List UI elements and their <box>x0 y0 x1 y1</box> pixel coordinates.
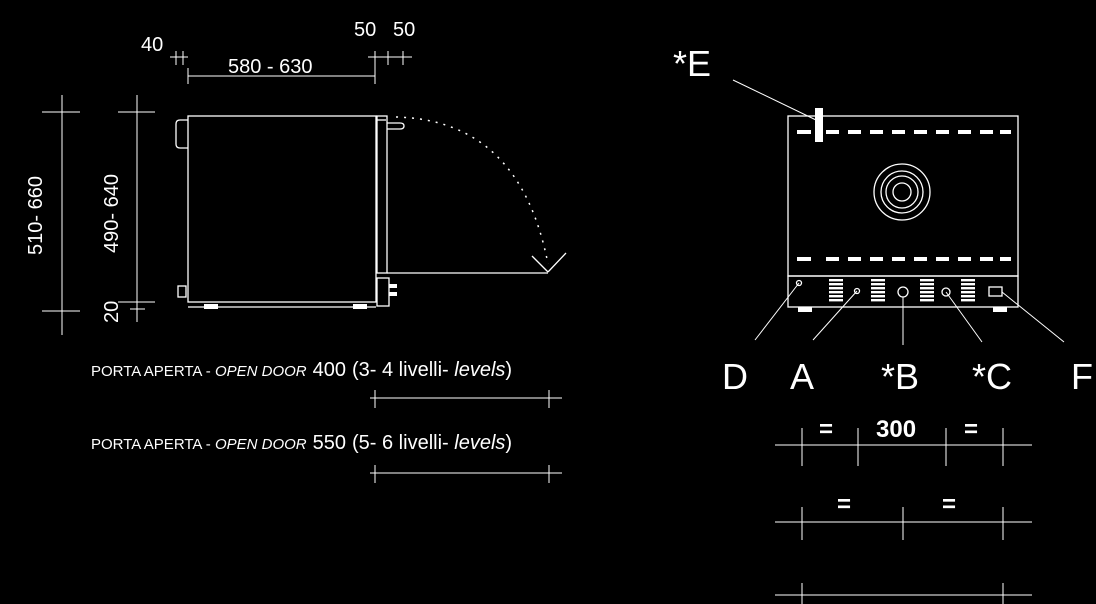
dim-50b-label: 50 <box>393 19 415 41</box>
grille-stripe <box>871 279 885 282</box>
grille-stripe <box>920 291 934 294</box>
chimney-e <box>815 108 823 142</box>
connection-f <box>988 286 1003 297</box>
grille-stripe <box>920 295 934 298</box>
grille-stripe <box>961 295 975 298</box>
grille-stripe <box>871 287 885 290</box>
spacing-1-left: = <box>819 416 833 443</box>
grille-stripe <box>829 299 843 302</box>
dim-50a-label: 50 <box>354 19 376 41</box>
grille-stripe <box>829 291 843 294</box>
open-door-dim-2 <box>370 465 562 483</box>
connection-d <box>795 279 803 287</box>
grille-stripe <box>920 287 934 290</box>
grille-stripe <box>920 283 934 286</box>
grille-stripe <box>829 279 843 282</box>
connection-a <box>853 287 861 295</box>
vertical-dimension-lines <box>42 95 155 335</box>
oven-rear-body <box>787 108 1019 312</box>
grille-stripe <box>961 299 975 302</box>
dim-feet-label: 20 <box>101 301 123 323</box>
leader-e <box>732 79 817 121</box>
grille-stripe <box>871 299 885 302</box>
label-f: F <box>1071 356 1093 397</box>
grille-stripe <box>829 295 843 298</box>
grille-stripe <box>961 291 975 294</box>
grille-stripe <box>961 279 975 282</box>
spacing-1-right: = <box>964 416 978 443</box>
grille-stripe <box>920 279 934 282</box>
spacing-2-left: = <box>837 491 851 518</box>
dim-40-label: 40 <box>141 34 163 56</box>
connection-b <box>897 286 909 298</box>
bottom-vent-slots <box>797 257 1011 261</box>
spacing-row-2 <box>775 507 1032 540</box>
label-d: D <box>722 356 748 397</box>
side-view: 40 50 50 580 - 630 510- 660 490- 640 20 <box>25 19 567 483</box>
spacing-1-center: 300 <box>876 416 916 443</box>
top-dimension-lines <box>170 51 412 84</box>
dim-height-outer-label: 510- 660 <box>25 176 47 255</box>
grille-stripe <box>871 291 885 294</box>
spacing-2-right: = <box>942 491 956 518</box>
connection-leaders <box>754 282 1065 345</box>
grille-stripe <box>920 299 934 302</box>
spacing-row-1 <box>775 428 1032 466</box>
dim-width-label: 580 - 630 <box>228 56 313 78</box>
label-e: *E <box>673 43 711 84</box>
spacing-row-3 <box>775 583 1032 604</box>
open-door-dim-1 <box>370 390 562 408</box>
label-a: A <box>790 356 814 397</box>
grille-stripe <box>961 287 975 290</box>
connection-c <box>941 287 951 297</box>
label-b: *B <box>881 356 919 397</box>
fan <box>873 163 931 221</box>
top-vent-slots <box>797 130 1011 134</box>
grille-stripe <box>829 283 843 286</box>
oven-side-body <box>175 115 567 309</box>
grille-stripe <box>829 287 843 290</box>
rear-view: *E <box>673 43 1093 604</box>
grille-stripe <box>871 295 885 298</box>
base-grilles <box>829 279 975 302</box>
dim-height-inner-label: 490- 640 <box>101 174 123 253</box>
grille-stripe <box>961 283 975 286</box>
label-c: *C <box>972 356 1012 397</box>
grille-stripe <box>871 283 885 286</box>
